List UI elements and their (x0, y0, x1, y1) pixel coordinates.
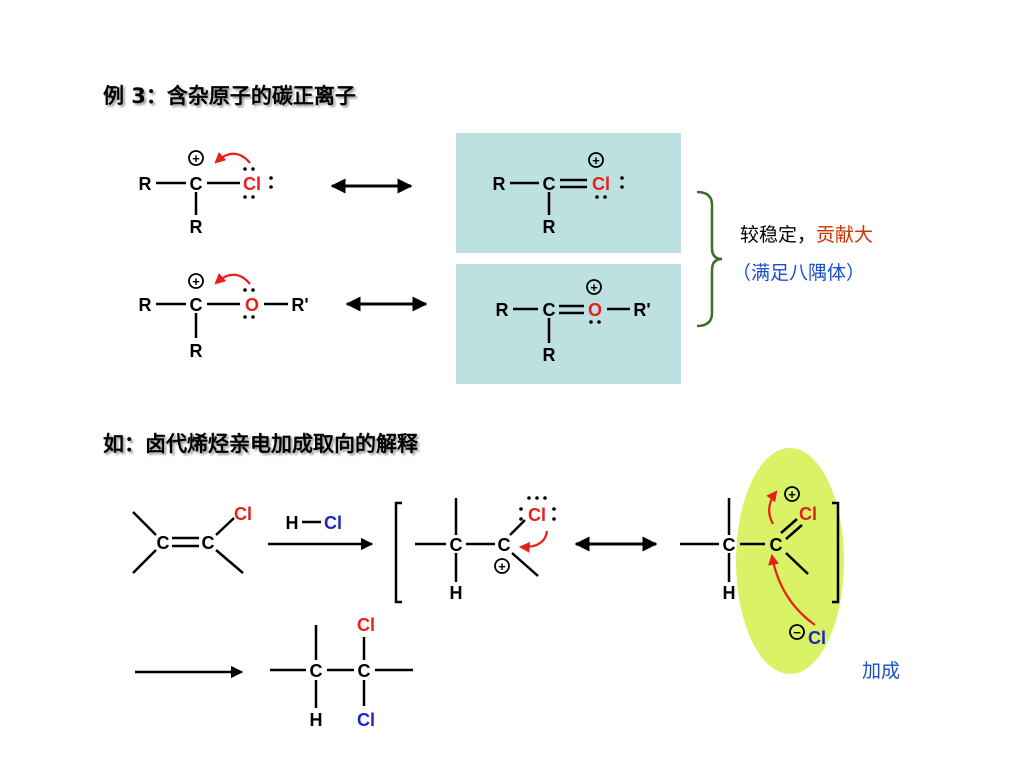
atom-c: C (157, 533, 170, 553)
atom-h: H (450, 583, 463, 603)
plus-charge: + (788, 487, 796, 502)
atom-c: C (543, 300, 556, 320)
atom-r: R (543, 217, 556, 237)
electron-arrow-1 (214, 152, 251, 164)
atom-c: C (543, 174, 556, 194)
electron-arrow-5 (768, 553, 816, 626)
atom-cl: Cl (243, 174, 261, 194)
atom-cl-anion: Cl (808, 628, 826, 648)
atom-o: O (588, 300, 602, 320)
atom-r: R (493, 174, 506, 194)
atom-r: R (139, 295, 152, 315)
atom-r: R (190, 341, 203, 361)
atom-cl: Cl (357, 615, 375, 635)
atom-h: H (286, 513, 299, 533)
plus-charge: + (590, 280, 598, 295)
addition-label: 加成 (862, 660, 901, 682)
lone-pairs (243, 167, 624, 521)
atom-r: R (190, 217, 203, 237)
note-major-contribution: 贡献大 (816, 224, 874, 246)
atom-c: C (310, 661, 323, 681)
charges (188, 150, 805, 640)
bonds (132, 178, 840, 708)
atom-cl: Cl (234, 504, 252, 524)
stability-note: 较稳定，贡献大 (740, 220, 873, 247)
plus-charge: + (498, 559, 506, 574)
plus-charge: + (592, 153, 600, 168)
electron-arrow-4 (766, 490, 778, 525)
grouping-brace (696, 190, 723, 328)
atom-c: C (450, 535, 463, 555)
atom-r: R (496, 300, 509, 320)
atom-c: C (190, 174, 203, 194)
highlight-ellipse (736, 448, 844, 674)
atom-r-prime: R' (633, 300, 650, 320)
atom-c: C (202, 533, 215, 553)
atom-c: C (358, 661, 371, 681)
atom-c: C (190, 295, 203, 315)
atom-cl: Cl (357, 710, 375, 730)
atom-r: R (543, 345, 556, 365)
minus-charge: − (793, 625, 801, 640)
atom-r: R (139, 174, 152, 194)
atom-o: O (245, 295, 259, 315)
plus-charge: + (192, 274, 200, 289)
atom-c: C (770, 535, 783, 555)
atom-h: H (723, 583, 736, 603)
atom-c: C (723, 535, 736, 555)
atom-cl: Cl (799, 504, 817, 524)
atom-cl: Cl (592, 174, 610, 194)
electron-arrow-2 (214, 273, 251, 285)
octet-note: （满足八隅体） (732, 262, 866, 284)
atom-h: H (310, 710, 323, 730)
heading-heteroatom-carbocation: 例 3：含杂原子的碳正离子 (103, 84, 356, 108)
atom-c: C (498, 535, 511, 555)
electron-arrow-3 (518, 530, 549, 553)
atom-cl: Cl (324, 513, 342, 533)
plus-charge: + (192, 151, 200, 166)
favored-resonance-panel-1 (456, 133, 681, 253)
atom-cl: Cl (528, 505, 546, 525)
favored-resonance-panel-2 (456, 264, 681, 384)
note-stable: 较稳定， (740, 224, 817, 246)
heading-halo-alkene-addition: 如：卤代烯烃亲电加成取向的解释 (103, 432, 418, 456)
atom-r-prime: R' (291, 295, 308, 315)
